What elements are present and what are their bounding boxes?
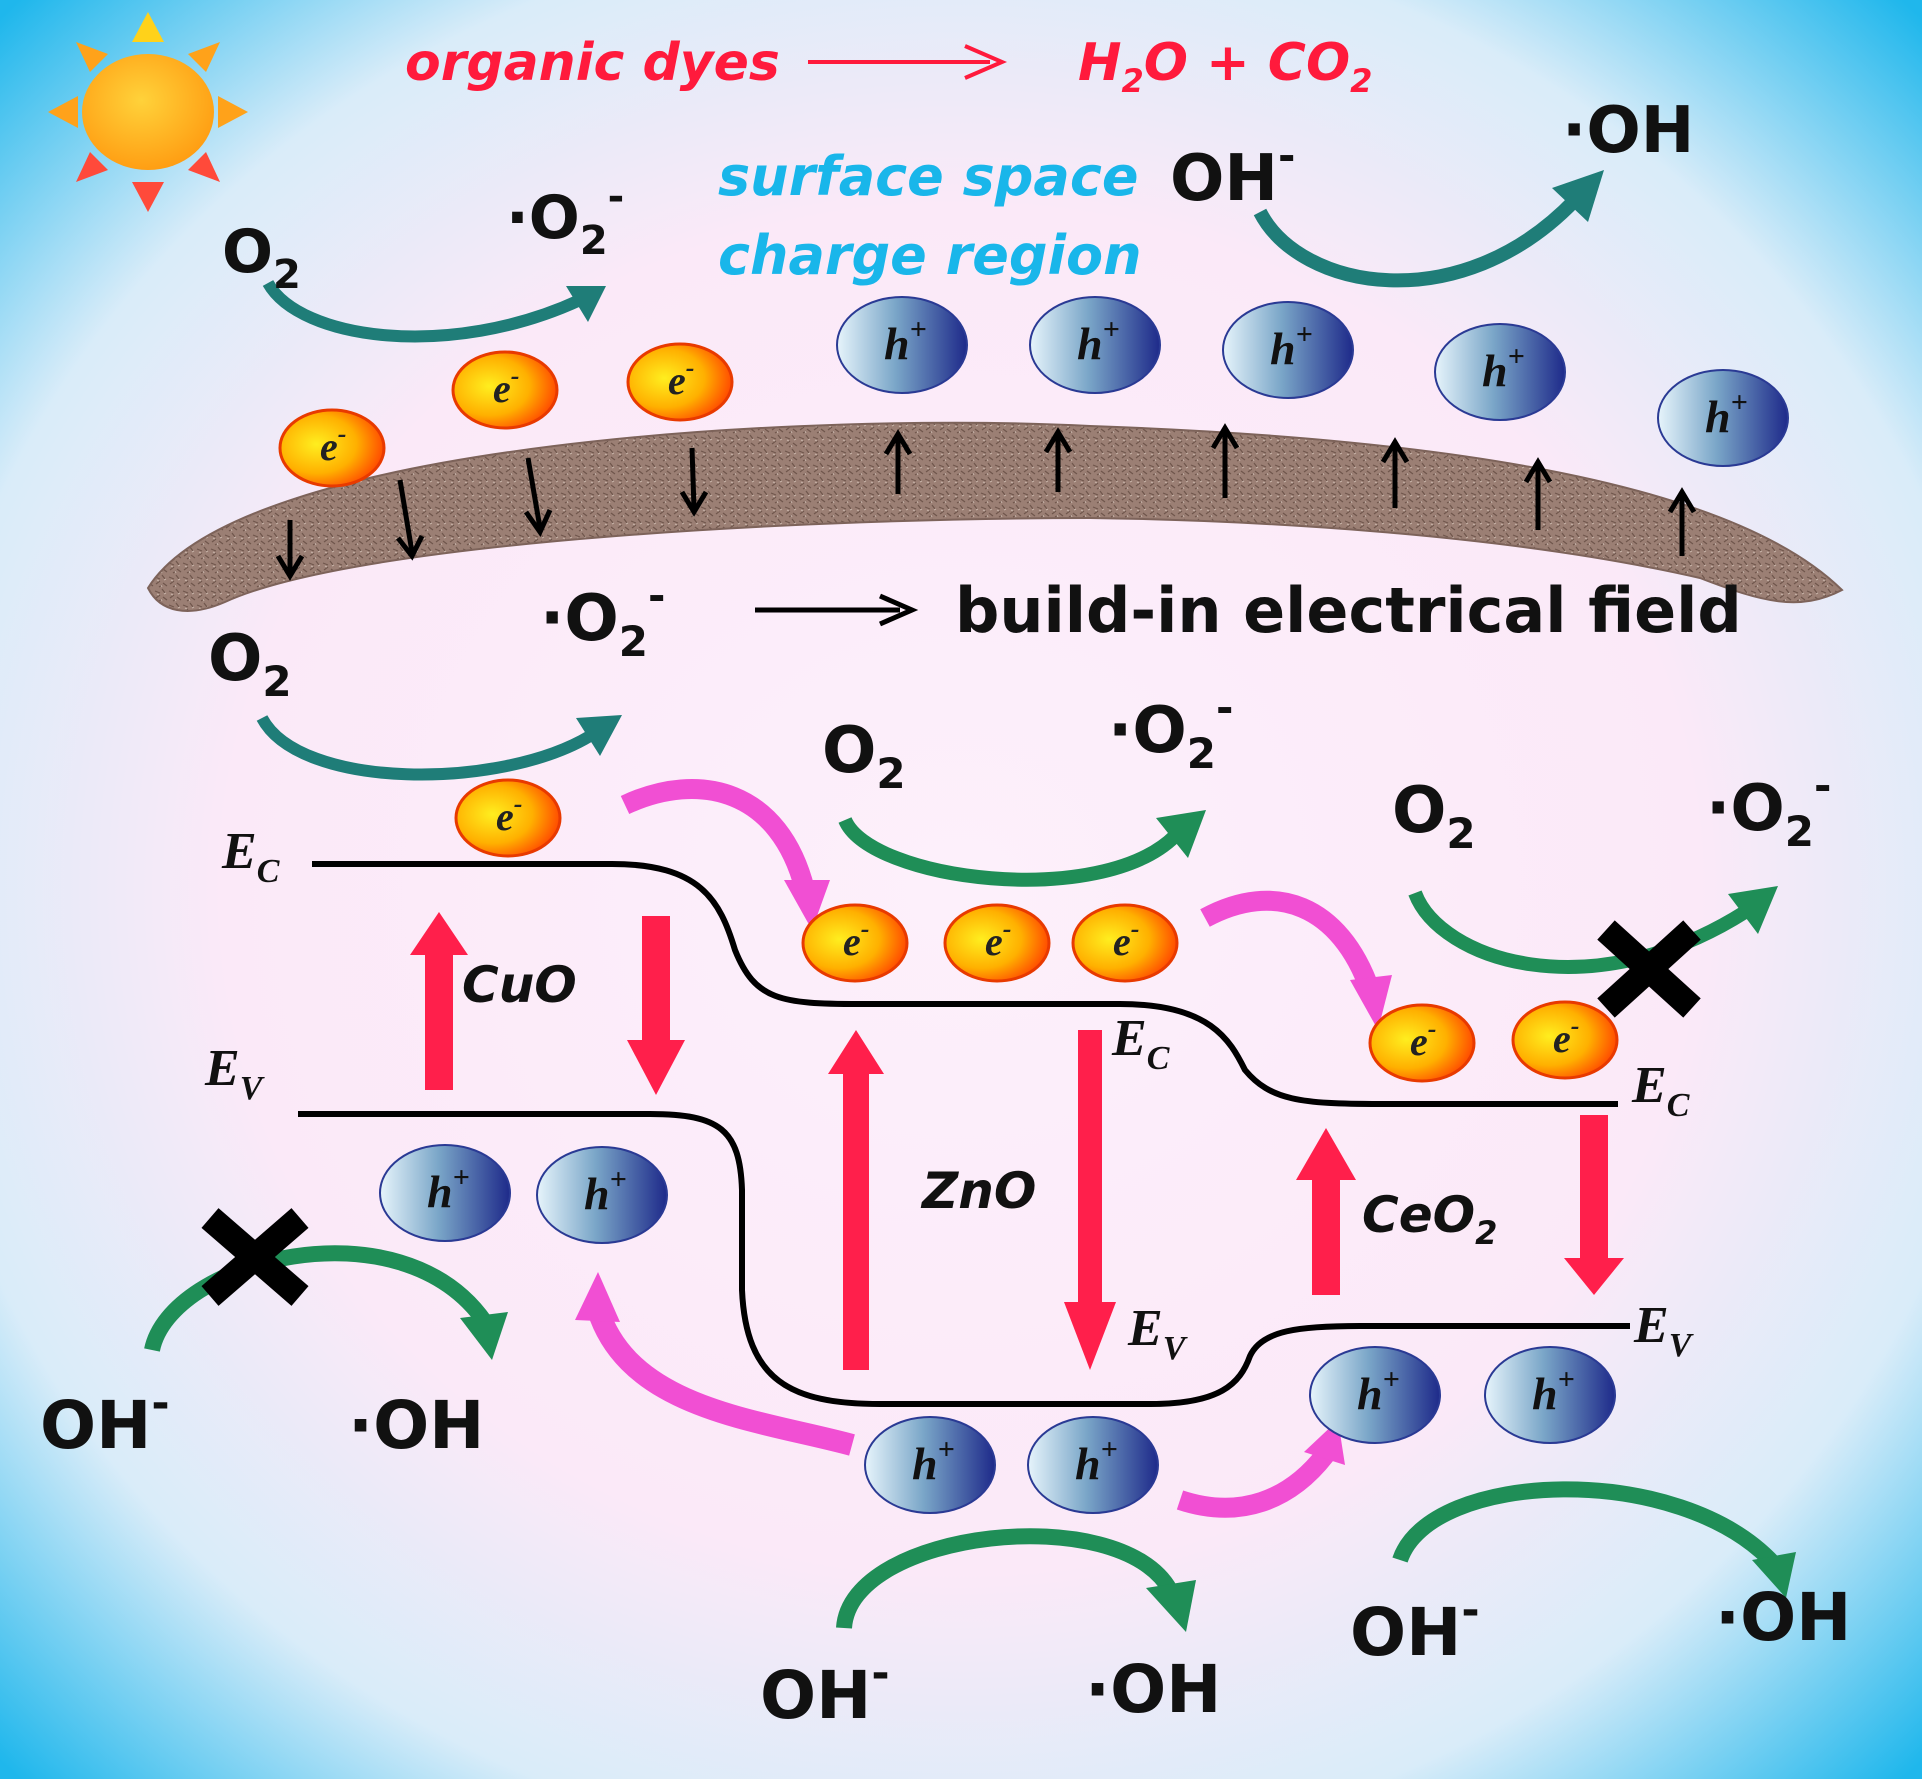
blocked-x-icon <box>1597 920 1701 1018</box>
holes-group: h+ h+ h+ h+ h+ h+ h+ h+ h+ h+ h+ <box>379 296 1789 1514</box>
electron: e- <box>454 778 562 858</box>
cuo-ev-label: EV <box>204 1040 265 1107</box>
charge-region-label: charge region <box>718 224 1142 287</box>
svg-text:e-: e- <box>320 419 346 469</box>
svg-text:e-: e- <box>843 914 869 964</box>
cuo-ec-label: EC <box>221 823 280 890</box>
electron: e- <box>801 903 909 983</box>
svg-text:e-: e- <box>1113 914 1139 964</box>
build-in-field-label: build-in electrical field <box>955 574 1742 647</box>
hole: h+ <box>1657 369 1789 467</box>
svg-text:h+: h+ <box>1077 313 1120 369</box>
zno-ev-label: EV <box>1127 1300 1188 1367</box>
hole-drift-arrows <box>883 423 1697 556</box>
ceo2-label: CeO2 <box>1362 1186 1497 1252</box>
electron: e- <box>278 408 386 488</box>
hydroxyl-left: ·OH <box>348 1387 484 1464</box>
svg-text:h+: h+ <box>1705 386 1748 442</box>
svg-text:h+: h+ <box>1532 1363 1575 1419</box>
field-arrow-head <box>878 593 919 627</box>
surface-space-label: surface space <box>718 145 1138 208</box>
hole: h+ <box>379 1144 511 1242</box>
svg-text:h+: h+ <box>584 1163 627 1219</box>
svg-text:h+: h+ <box>1482 340 1525 396</box>
hole: h+ <box>1484 1346 1616 1444</box>
svg-text:h+: h+ <box>912 1433 955 1489</box>
hydroxide-bottom-ceo2: OH- <box>1350 1585 1480 1671</box>
header-products: H2O + CO2 <box>1078 33 1372 100</box>
svg-text:e-: e- <box>668 353 694 403</box>
electron: e- <box>1368 1003 1476 1083</box>
hole: h+ <box>864 1416 996 1514</box>
hydroxyl-bottom-zno: ·OH <box>1085 1651 1221 1728</box>
svg-text:e-: e- <box>985 914 1011 964</box>
electron: e- <box>1511 1000 1619 1080</box>
electron: e- <box>451 350 559 430</box>
ceo2-ec-label: EC <box>1631 1057 1690 1124</box>
blocked-x-icon <box>201 1208 309 1306</box>
o2-top-left: O2 <box>222 217 301 298</box>
zno-label: ZnO <box>920 1162 1036 1220</box>
conduction-band-edge <box>312 861 1618 1107</box>
hydroxide-left: OH- <box>40 1378 170 1464</box>
superoxide-top-left: ·O2- <box>506 174 624 264</box>
svg-text:h+: h+ <box>427 1161 470 1217</box>
band-edges <box>298 861 1630 1407</box>
superoxide-ceo2: ·O2- <box>1706 761 1831 856</box>
svg-text:h+: h+ <box>1357 1363 1400 1419</box>
hole: h+ <box>836 296 968 394</box>
svg-text:h+: h+ <box>1075 1433 1118 1489</box>
zno-ec-label: EC <box>1111 1010 1170 1077</box>
charge-transfer-arrows <box>575 779 1392 1518</box>
hydroxide-top-right: OH- <box>1170 131 1295 216</box>
header-reactant: organic dyes <box>405 33 780 93</box>
o2-middle-left: O2 <box>208 622 292 706</box>
species-labels: O2 ·O2- OH- ·OH O2 ·O2- O2 ·O2- O2 ·O2- … <box>40 94 1851 1734</box>
valence-band-edge <box>298 1111 1630 1407</box>
hole: h+ <box>1434 323 1566 421</box>
superoxide-middle-left: ·O2- <box>540 571 665 666</box>
hole: h+ <box>1309 1346 1441 1444</box>
hydroxyl-top-right: ·OH <box>1562 94 1694 168</box>
svg-text:e-: e- <box>1553 1011 1579 1061</box>
svg-text:h+: h+ <box>1270 318 1313 374</box>
sun-icon <box>48 12 248 212</box>
cuo-label: CuO <box>462 956 577 1014</box>
hole: h+ <box>1029 296 1161 394</box>
electron: e- <box>1071 903 1179 983</box>
svg-text:e-: e- <box>493 361 519 411</box>
electron: e- <box>626 342 734 422</box>
hydroxide-bottom-zno: OH- <box>760 1648 890 1734</box>
excitation-arrows <box>410 912 1624 1370</box>
space-charge-crust <box>146 421 1844 612</box>
o2-ceo2: O2 <box>1392 774 1476 858</box>
header-arrow-head <box>964 44 1008 80</box>
superoxide-zno: ·O2- <box>1108 683 1233 778</box>
ceo2-ev-label: EV <box>1633 1297 1694 1364</box>
svg-text:h+: h+ <box>884 313 927 369</box>
svg-text:e-: e- <box>496 789 522 839</box>
hydroxyl-bottom-ceo2: ·OH <box>1715 1579 1851 1656</box>
electron: e- <box>943 903 1051 983</box>
hole: h+ <box>1027 1416 1159 1514</box>
o2-zno: O2 <box>822 714 906 798</box>
hole: h+ <box>1222 301 1354 399</box>
electrons-group: e- e- e- e- e- e- e- e- e- <box>278 342 1619 1083</box>
electron-drift-arrows <box>275 447 709 581</box>
hole: h+ <box>536 1146 668 1244</box>
svg-text:e-: e- <box>1410 1014 1436 1064</box>
